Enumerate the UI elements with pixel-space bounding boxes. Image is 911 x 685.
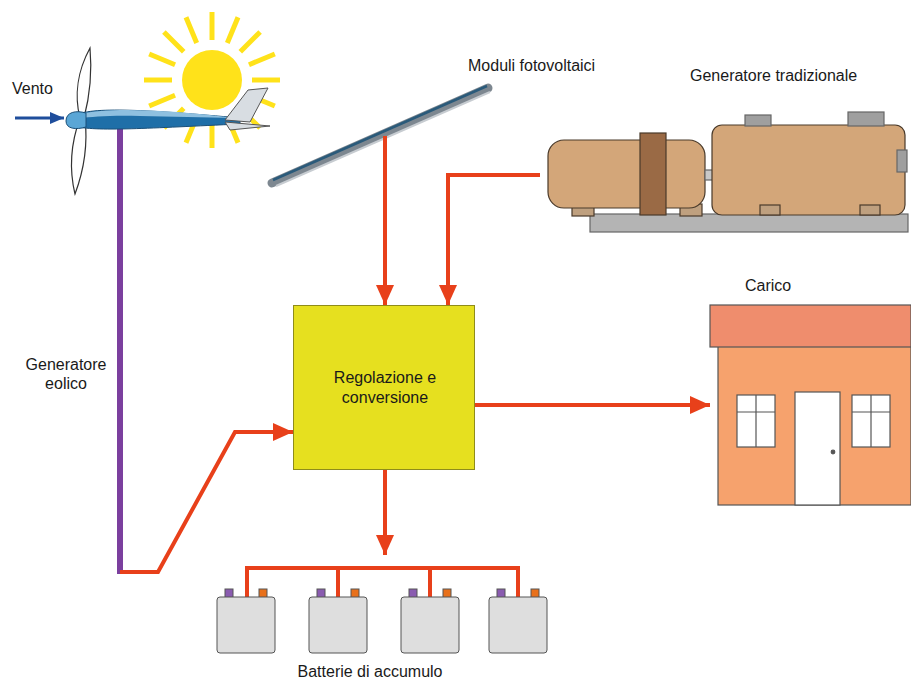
battery-bank-node: Batterie di accumulo — [210, 555, 530, 683]
sun-ray — [164, 32, 184, 52]
sun-ray — [252, 78, 280, 83]
node-label: Generatore eolico — [16, 355, 116, 393]
pv-module: Moduli fotovoltaici — [272, 52, 662, 136]
sun-ray — [240, 32, 260, 52]
power-connector — [383, 470, 387, 555]
wind-generator: Generatore eolico — [10, 355, 120, 575]
sun-ray — [144, 78, 172, 83]
sun-ray — [149, 54, 175, 65]
process-box: Regolazione e conversione — [293, 305, 475, 470]
sun-ray — [227, 17, 238, 43]
battery — [401, 589, 459, 653]
battery — [309, 589, 367, 653]
node-label: Generatore tradizionale — [690, 66, 900, 85]
load-house: Carico — [710, 276, 911, 505]
battery — [217, 589, 275, 653]
power-connector — [120, 432, 293, 572]
wind-label: Vento — [12, 79, 53, 98]
power-connector — [383, 136, 387, 305]
node-label: Carico — [745, 276, 865, 295]
sun-ray — [186, 17, 197, 43]
node-label: Batterie di accumulo — [210, 662, 530, 681]
diesel-generator — [548, 112, 908, 232]
power-connector — [448, 175, 540, 305]
sun-ray — [149, 95, 175, 106]
traditional-generator: Generatore tradizionale — [540, 62, 911, 236]
sun-ray — [210, 12, 215, 40]
node-label: Moduli fotovoltaici — [468, 56, 648, 75]
node-label: Regolazione e conversione — [304, 368, 466, 406]
pv-panel — [272, 86, 490, 186]
battery-bank — [217, 568, 547, 653]
sun-ray — [249, 54, 275, 65]
house — [710, 305, 911, 505]
wind-turbine — [15, 48, 270, 574]
power-connector — [475, 403, 710, 407]
battery — [489, 589, 547, 653]
